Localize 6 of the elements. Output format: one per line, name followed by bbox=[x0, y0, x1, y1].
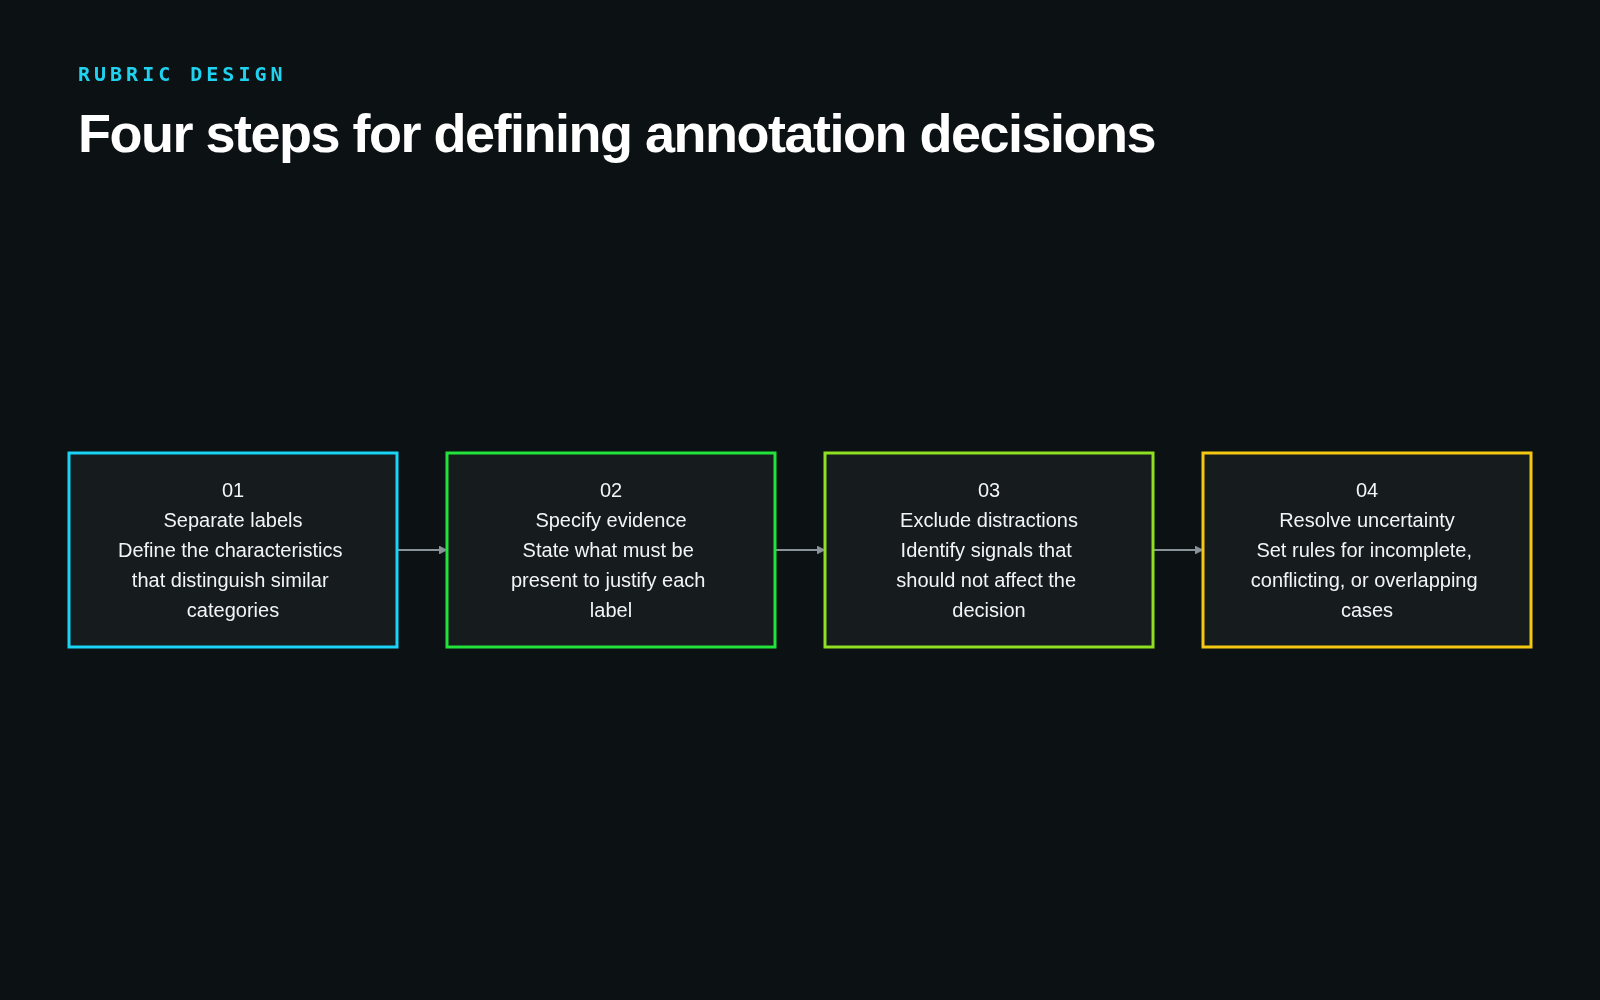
node-box: 02 Specify evidence State what must be present to justify each label bbox=[445, 451, 777, 649]
eyebrow-text: RUBRIC DESIGN bbox=[78, 62, 287, 86]
node-box: 04 Resolve uncertainty Set rules for incomplete, conflicting, or overlapping cases bbox=[1201, 451, 1533, 649]
node-box: 03 Exclude distractions Identify signals that should not affect the decision bbox=[823, 451, 1155, 649]
title: Four steps for defining annotation decisions bbox=[78, 102, 1156, 164]
node-box: 01 Separate labels Define the characteristics that distinguish similar categories bbox=[67, 451, 399, 649]
